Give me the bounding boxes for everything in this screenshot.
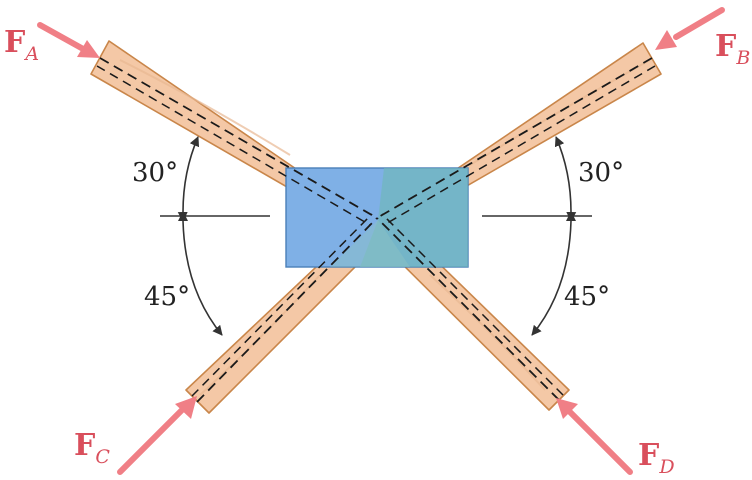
force-arrow-a	[37, 22, 100, 58]
angle-label-lower-left: 45°	[144, 282, 190, 312]
angle-arc-lower-left	[177, 211, 223, 336]
gusset-plate	[285, 167, 469, 268]
centerline-b	[376, 57, 653, 219]
angle-arc-upper-right	[554, 136, 577, 222]
angle-arc-upper-left	[177, 136, 200, 222]
member-edge-lines	[96, 65, 656, 397]
centerline-c	[196, 217, 378, 403]
centerline-a	[99, 57, 378, 219]
force-label-c: FC	[74, 428, 110, 468]
force-arrows	[37, 7, 725, 475]
force-label-d: FD	[638, 438, 675, 478]
centerline-d	[376, 217, 560, 401]
force-arrow-b	[655, 7, 725, 50]
force-label-a: FA	[4, 25, 39, 65]
angle-label-lower-right: 45°	[564, 282, 610, 312]
angle-label-upper-right: 30°	[578, 158, 624, 188]
angle-label-upper-left: 30°	[132, 158, 178, 188]
member-centerlines	[99, 57, 653, 403]
angle-arcs	[177, 136, 577, 336]
force-label-b: FB	[715, 29, 750, 69]
angle-arc-lower-right	[531, 211, 577, 336]
force-arrow-d	[556, 398, 633, 475]
force-arrow-c	[117, 396, 197, 475]
